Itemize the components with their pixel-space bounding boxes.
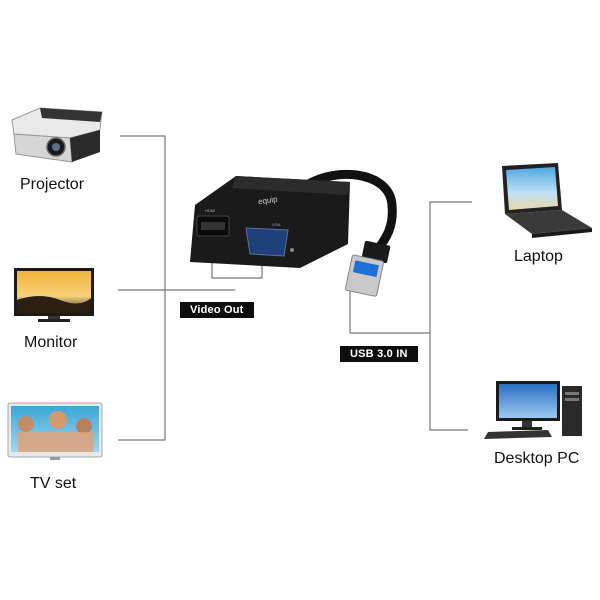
usb-in-line (349, 285, 430, 334)
desktop-pc-label: Desktop PC (494, 450, 580, 467)
monitor-icon (14, 268, 94, 322)
projector-icon (11, 107, 103, 163)
tv-icon (7, 402, 103, 460)
tv-set-label: TV set (30, 475, 77, 492)
usb-in-tag: USB 3.0 IN (340, 346, 418, 362)
laptop-icon (502, 163, 592, 238)
monitor-label: Monitor (24, 334, 78, 351)
left-bracket-line (118, 135, 166, 441)
usb-adapter-icon (190, 169, 397, 297)
video-out-tag: Video Out (180, 302, 254, 318)
vga-port-label: VGA (272, 222, 281, 227)
projector-label: Projector (20, 176, 85, 193)
desktop-pc-icon (484, 381, 582, 439)
laptop-label: Laptop (514, 248, 563, 265)
right-bracket-line (429, 201, 472, 431)
hdmi-port-label: HDMI (205, 208, 216, 213)
